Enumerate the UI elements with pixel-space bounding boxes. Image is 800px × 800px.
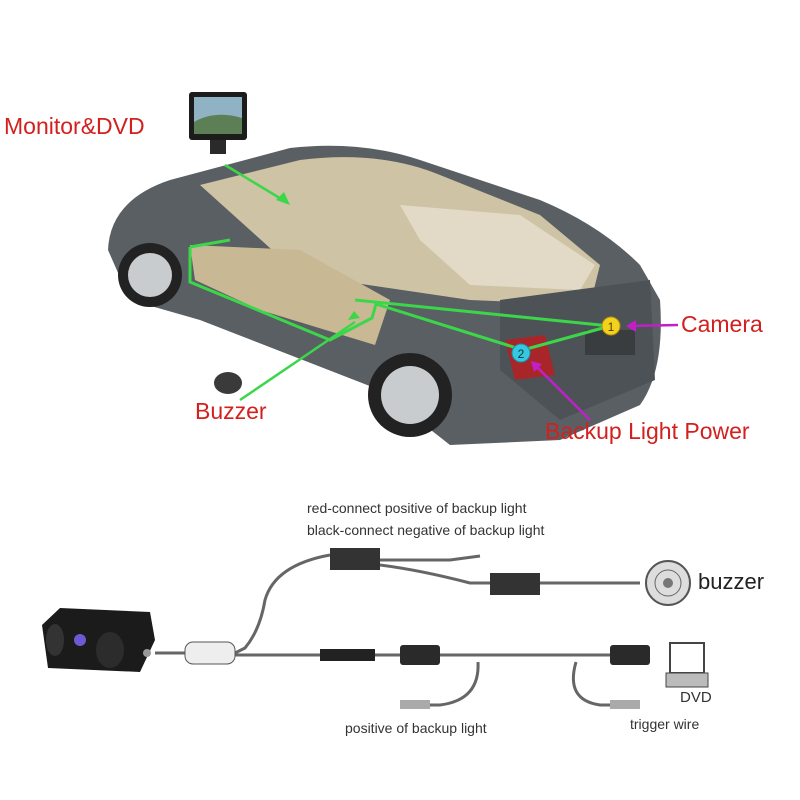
arrow-camera-icon: [626, 320, 636, 332]
note-red-wire: red-connect positive of backup light: [307, 500, 527, 516]
backup-light-label: Backup Light Power: [545, 418, 750, 444]
cable-filter-box: [184, 641, 236, 665]
arrow-buzzer-icon: [348, 311, 360, 320]
positive-label: positive of backup light: [345, 720, 487, 736]
buzzer-plug: [490, 573, 540, 595]
buzzer-icon: [645, 560, 691, 606]
power-connector: [320, 649, 375, 661]
dvd-label: DVD: [680, 689, 712, 706]
arrow-monitor-icon: [276, 192, 290, 205]
note-black-wire: black-connect negative of backup light: [307, 522, 545, 538]
cables: [155, 553, 640, 707]
buzzer-wiring-label: buzzer: [698, 569, 765, 594]
car-illustration: [108, 145, 661, 445]
rca-plug-left: [400, 645, 440, 665]
buzzer-label: Buzzer: [195, 398, 267, 424]
monitor-label: Monitor&DVD: [4, 113, 145, 139]
arrow-backup-icon: [531, 361, 542, 372]
rear-camera-icon: [42, 608, 155, 672]
monitor-icon: [189, 92, 247, 154]
buzzer-puck-icon: [214, 372, 242, 394]
wire-routes: [188, 163, 611, 402]
splitter-connector: [330, 548, 380, 570]
marker-1-icon: [601, 316, 621, 336]
marker-2-icon: [511, 343, 531, 363]
wire-end-right: [610, 700, 640, 709]
camera-label: Camera: [681, 311, 763, 337]
trigger-label: trigger wire: [630, 716, 700, 732]
dvd-monitor-icon: [665, 642, 709, 688]
marker-1-number: 1: [608, 320, 615, 334]
pointer-lines: [534, 323, 679, 421]
rca-plug-right: [610, 645, 650, 665]
marker-2-number: 2: [518, 347, 525, 361]
wire-end-left: [400, 700, 430, 709]
